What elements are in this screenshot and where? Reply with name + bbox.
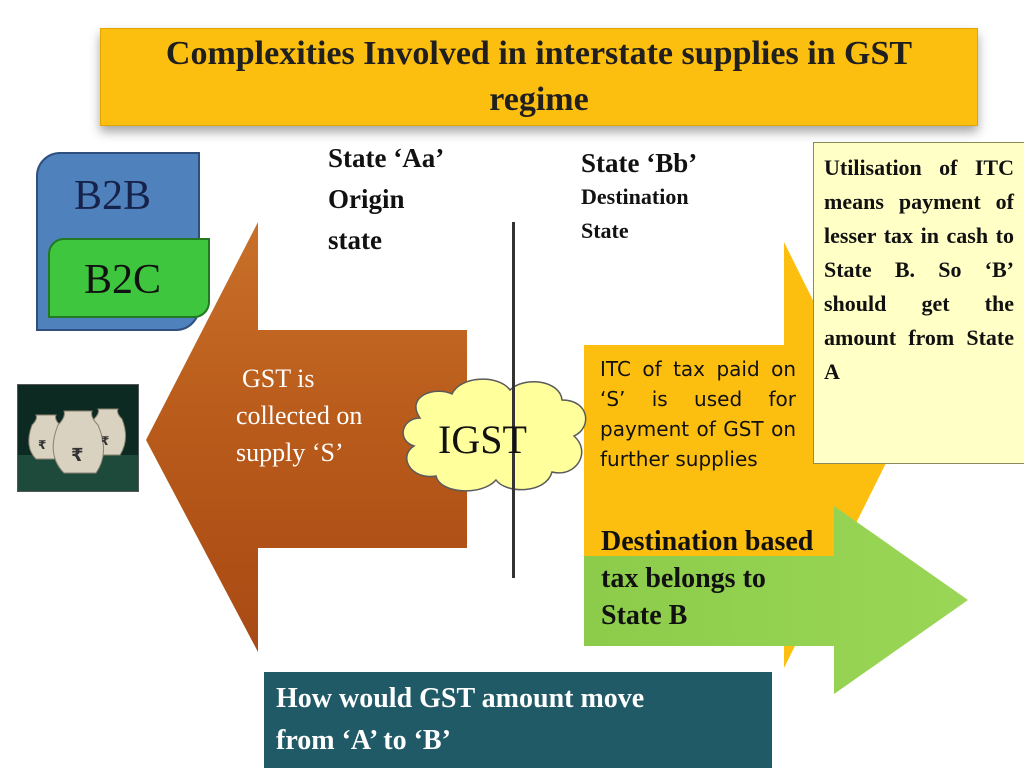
itc-utilisation-note: Utilisation of ITC means payment of less…: [813, 142, 1024, 464]
svg-text:₹: ₹: [38, 438, 46, 452]
question-line: from ‘A’ to ‘B’: [276, 725, 451, 756]
question-text: How would GST amount move from ‘A’ to ‘B…: [276, 678, 644, 762]
destination-line: tax belongs to: [601, 563, 766, 594]
state-b-name: State ‘Bb’: [581, 148, 698, 178]
orange-arrow: [146, 222, 467, 652]
state-b-line: Destination: [581, 184, 689, 209]
rupee-icon: ₹ ₹ ₹: [38, 434, 109, 466]
gst-line: GST is: [242, 364, 315, 393]
svg-text:₹: ₹: [101, 434, 109, 448]
money-bags-icon: ₹ ₹ ₹: [17, 384, 139, 492]
b2c-label: B2C: [84, 257, 162, 303]
destination-line: State B: [601, 600, 688, 631]
title-banner: Complexities Involved in interstate supp…: [100, 28, 978, 126]
svg-text:₹: ₹: [71, 445, 84, 466]
b2c-card: B2C: [48, 238, 210, 318]
gst-collected-text: GST is collected on supply ‘S’: [236, 360, 362, 471]
state-b-line: State: [581, 218, 629, 243]
state-divider: [512, 222, 515, 578]
destination-based-text: Destination based tax belongs to State B: [601, 523, 813, 634]
gst-line: collected on: [236, 401, 363, 430]
state-a-line: Origin: [328, 184, 405, 214]
gst-line: supply ‘S’: [236, 438, 344, 467]
igst-cloud: [402, 378, 587, 492]
destination-line: Destination based: [601, 526, 814, 557]
question-line: How would GST amount move: [276, 683, 645, 714]
page-title: Complexities Involved in interstate supp…: [165, 35, 913, 118]
state-b-label: State ‘Bb’ Destination State: [581, 146, 697, 248]
state-a-line: state: [328, 225, 382, 255]
state-a-label: State ‘Aa’ Origin state: [328, 138, 444, 261]
green-arrow: [584, 506, 968, 694]
question-box: How would GST amount move from ‘A’ to ‘B…: [264, 672, 772, 768]
state-a-line: State ‘Aa’: [328, 143, 445, 173]
igst-label: IGST: [438, 417, 527, 462]
itc-used-text: ITC of tax paid on ‘S’ is used for payme…: [600, 357, 796, 471]
b2b-label: B2B: [74, 173, 152, 219]
